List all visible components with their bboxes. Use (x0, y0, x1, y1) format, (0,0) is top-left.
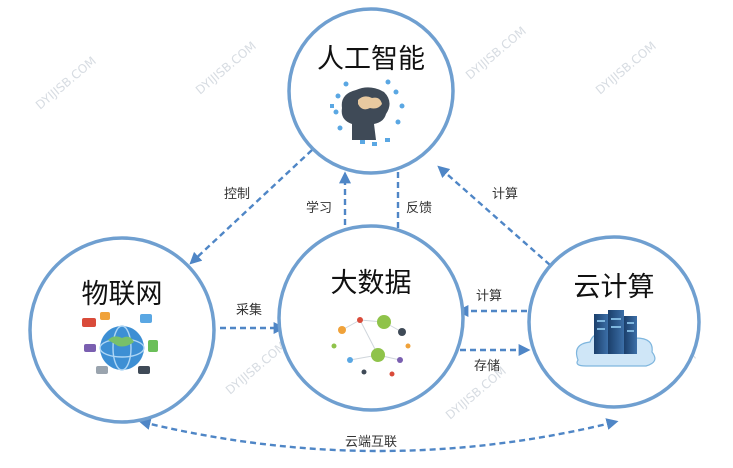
watermark-text: DYIJISB.COM (463, 24, 529, 83)
watermark-text: DYIJISB.COM (593, 39, 659, 98)
node-iot-label: 物联网 (82, 279, 163, 310)
edge-label-collect: 采集 (236, 302, 262, 318)
edge-label-feedback: 反馈 (406, 201, 432, 216)
watermark-text: DYIJISB.COM (33, 54, 99, 113)
edge-label-learn: 学习 (306, 200, 332, 216)
arrow-compute-ai (437, 165, 551, 266)
edge-label-compute-bd: 计算 (476, 289, 502, 304)
network-icon (331, 315, 411, 377)
brain-icon (330, 79, 405, 146)
node-bigdata: 大数据 (277, 224, 465, 412)
edge-label-interconnect: 云端互联 (345, 435, 397, 450)
globe-icon (82, 312, 158, 374)
node-cloud-label: 云计算 (574, 272, 655, 303)
edge-label-storage: 存储 (474, 359, 500, 374)
edge-labels: 控制 学习 反馈 计算 采集 计算 存储 云端互联 (224, 187, 518, 450)
node-ai-label: 人工智能 (317, 44, 425, 75)
watermark-text: DYIJISB.COM (193, 39, 259, 98)
node-bigdata-label: 大数据 (331, 268, 412, 299)
edge-label-control: 控制 (224, 187, 250, 202)
server-cloud-icon (575, 310, 656, 367)
arrow-control (189, 149, 313, 265)
node-ai: 人工智能 (287, 7, 455, 175)
arrow-interconnect (138, 418, 619, 453)
node-cloud: 云计算 (527, 235, 701, 409)
watermark-text: DYIJISB.COM (223, 339, 289, 398)
edge-label-compute-ai: 计算 (492, 187, 518, 202)
node-iot: 物联网 (28, 236, 216, 424)
